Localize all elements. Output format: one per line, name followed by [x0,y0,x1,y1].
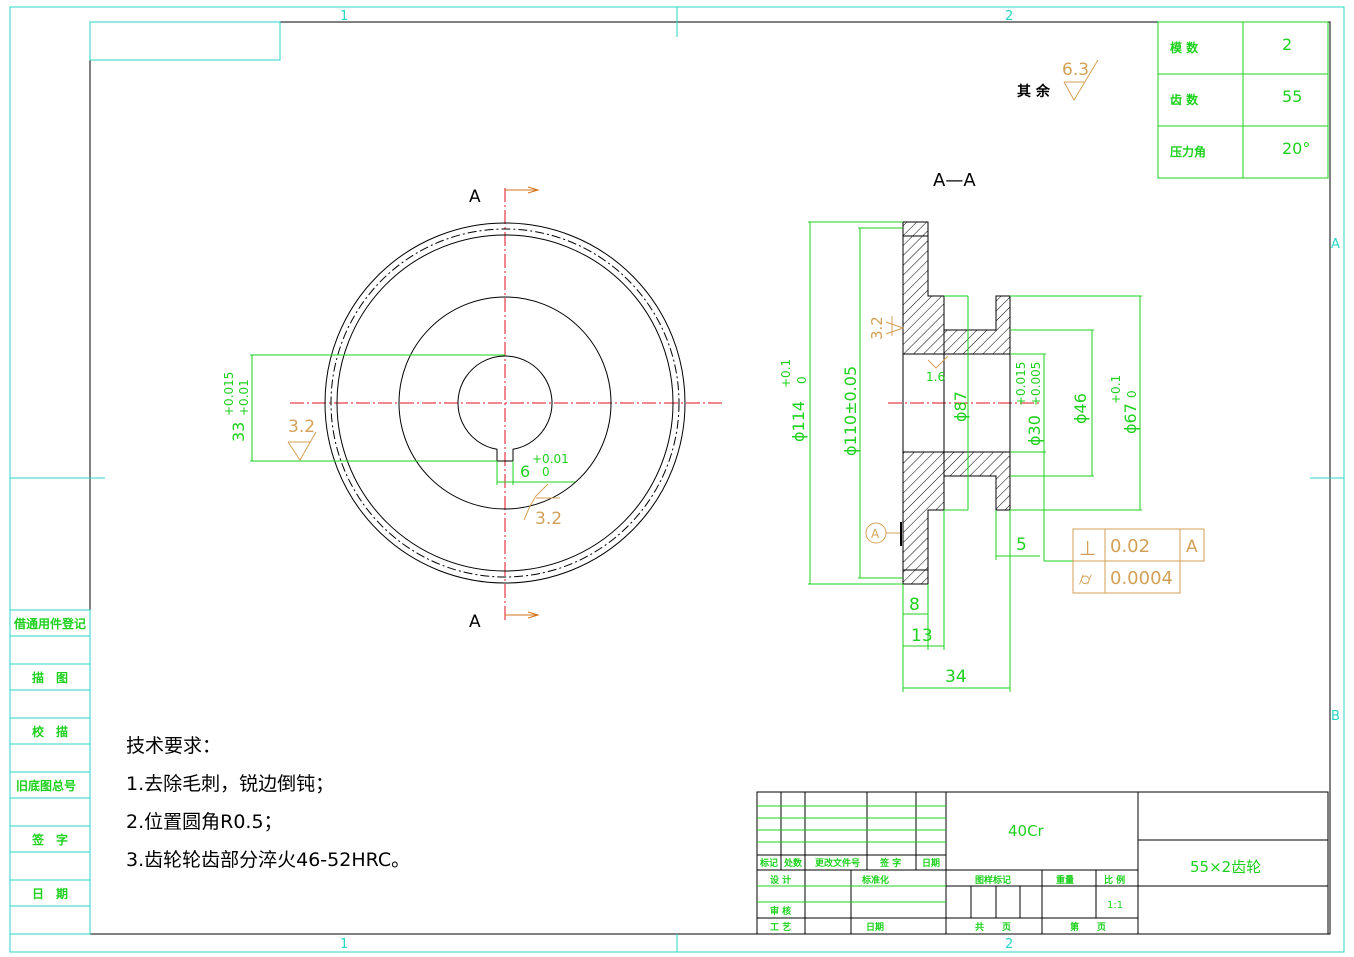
rev-header: 日期 [922,857,940,869]
sheet-number: 第 页 [1070,921,1106,933]
rev-header: 标记 [759,857,778,869]
dim-8: 8 [909,595,920,615]
sign-review: 审 核 [770,905,791,917]
roughness-symbol-icon [1063,59,1099,101]
rev-header: 处数 [783,857,803,869]
dim-d67: ϕ67 [1121,403,1140,434]
scale-value: 1:1 [1107,900,1123,911]
sign-date: 日期 [866,921,884,933]
strip-item: 日 期 [32,886,68,901]
tech-req-item: 1.去除毛刺，锐边倒钝； [126,773,334,795]
roughness-symbol-icon [523,483,560,521]
rest-roughness-value: 6.3 [1062,60,1089,80]
left-register-strip: 借通用件登记 描 图 校 描 旧底图总号 签 字 日 期 [9,609,91,935]
rev-header: 更改文件号 [815,857,860,869]
dim-tip-tol-upper: +0.1 [779,359,793,388]
param-label-module: 模 数 [1170,40,1199,55]
gdt-cyl-value: 0.0004 [1110,568,1173,589]
dim-d87: ϕ87 [951,391,970,422]
roughness-symbol-icon [927,355,949,369]
zone-top-1: 1 [340,9,348,24]
dim-bore-tol-lower: +0.005 [1029,362,1043,406]
strip-item: 描 图 [32,670,68,685]
strip-item: 旧底图总号 [16,778,76,793]
sheet-frame: 1 2 1 2 A B [9,6,1345,953]
dim-keyway-width: 6 [520,462,530,481]
gdt-perp-value: 0.02 [1110,536,1150,557]
section-mark-top: A [469,187,481,207]
tech-req-item: 2.位置圆角R0.5； [126,811,283,833]
section-view: A—A ϕ114 +0.1 0 ϕ110±0.05 3.2 1.6 ϕ87 ϕ3… [779,170,1205,692]
roughness-keyway-1: 3.2 [288,417,315,437]
gear-section-upper [902,221,1011,355]
section-title: A—A [933,170,976,191]
perpendicularity-icon: ⊥ [1079,536,1096,560]
dim-5: 5 [1016,535,1027,555]
dim-keyway-height-tol-lower: +0.01 [237,379,251,416]
dim-d46: ϕ46 [1071,393,1090,424]
param-value-pressure-angle: 20° [1282,139,1310,158]
technical-requirements: 技术要求： 1.去除毛刺，锐边倒钝； 2.位置圆角R0.5； 3.齿轮轮齿部分淬… [126,735,410,871]
dim-bore: ϕ30 [1025,415,1044,446]
param-value-teeth: 55 [1282,87,1302,106]
tip-circle [324,222,686,584]
tech-req-title: 技术要求： [126,735,221,757]
gear-parameter-table: 模 数 2 齿 数 55 压力角 20° [1157,21,1329,179]
rev-header: 签 字 [879,857,901,869]
strip-item: 校 描 [32,724,68,739]
zone-right-b: B [1331,709,1340,724]
gdt-frame: ⊥ 0.02 A ⌭ 0.0004 [1072,528,1205,594]
dim-d67-tol-upper: +0.1 [1109,375,1123,404]
param-label-teeth: 齿 数 [1170,92,1199,107]
rest-roughness-label: 其 余 [1017,83,1051,100]
roughness-keyway-2: 3.2 [535,509,562,529]
tip-circle-inner [336,234,674,572]
dim-d67-tol-lower: 0 [1125,390,1139,398]
roughness-symbol-icon [287,431,317,461]
part-name: 55×2齿轮 [1190,858,1261,876]
gdt-perp-datum: A [1186,537,1198,557]
zone-bottom-2: 2 [1005,937,1013,952]
general-roughness-note: 其 余 6.3 [1017,59,1099,101]
dim-keyway-width-tol-upper: +0.01 [532,452,569,466]
cylindricity-icon: ⌭ [1079,569,1092,590]
strip-item: 签 字 [31,832,68,847]
front-view: A A 33 +0.015 +0.01 3.2 6 +0.01 0 3.2 [222,186,722,632]
datum-a-label: A [871,527,880,541]
sign-standard: 标准化 [861,874,889,886]
gear-section-lower [902,451,1011,585]
roughness-hub: 3.2 [868,316,886,340]
bore-with-keyway [457,355,553,462]
dim-tip-diameter: ϕ114 [789,401,808,442]
param-value-module: 2 [1282,35,1292,54]
dim-keyway-width-tol-lower: 0 [542,465,550,479]
hub-circle [398,296,612,510]
param-label-pressure-angle: 压力角 [1170,144,1206,159]
sign-design: 设 计 [770,874,791,886]
stage-label: 图样标记 [975,874,1011,886]
zone-top-2: 2 [1005,9,1013,24]
zone-bottom-1: 1 [340,937,348,952]
material: 40Cr [1008,822,1045,840]
weight-label: 重量 [1056,874,1074,886]
dim-13: 13 [911,626,933,646]
dim-keyway-height: 33 [229,422,248,442]
scale-label: 比 例 [1104,874,1125,886]
section-mark-bottom: A [469,612,481,632]
sheets-total: 共 页 [975,921,1011,933]
dim-keyway-height-tol-upper: +0.015 [222,372,236,416]
pitch-circle [330,228,680,578]
tech-req-item: 3.齿轮轮齿部分淬火46-52HRC。 [126,849,410,871]
zone-right-a: A [1331,237,1340,252]
dim-34: 34 [945,667,967,687]
strip-item: 借通用件登记 [13,616,86,631]
sign-process: 工 艺 [770,921,791,933]
roughness-symbol-icon [885,316,905,336]
dim-tip-tol-lower: 0 [795,376,809,384]
dim-bore-tol-upper: +0.015 [1014,362,1028,406]
title-block: 40Cr 55×2齿轮 标记 处数 更改文件号 签 字 日期 设 计 标准化 审… [756,791,1329,935]
roughness-bore: 1.6 [926,370,945,384]
dim-pitch-diameter: ϕ110±0.05 [841,366,860,456]
